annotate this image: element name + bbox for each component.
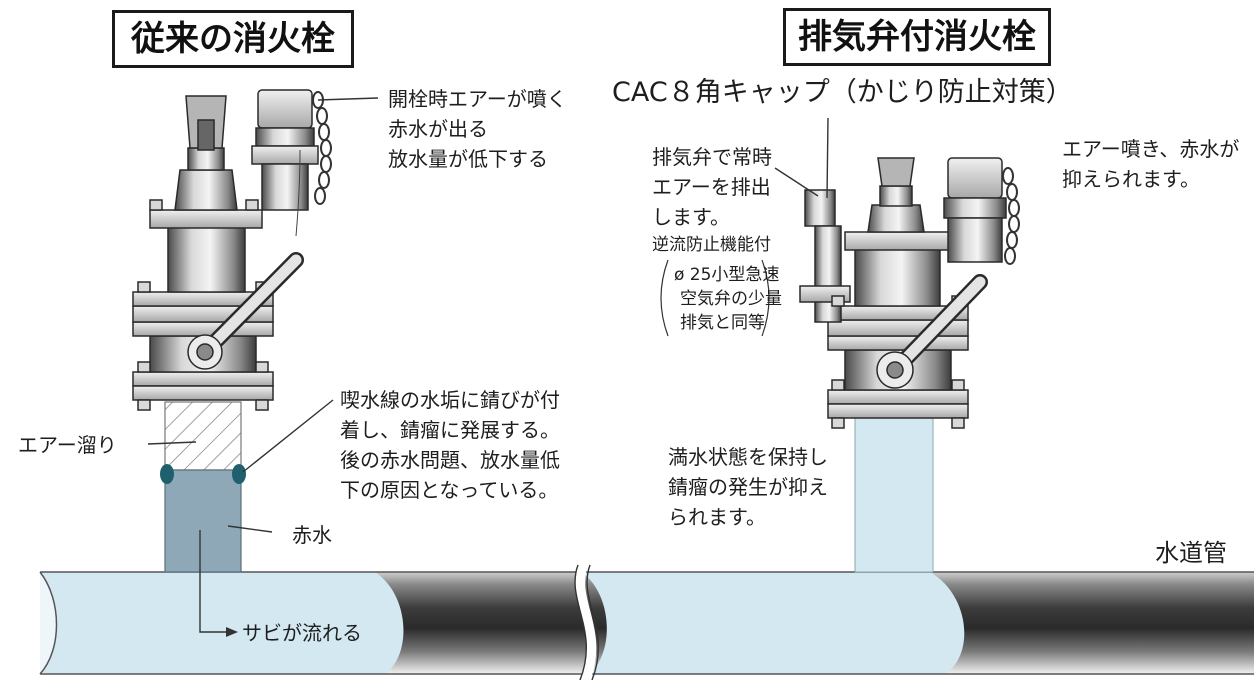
full-water-line-1: 満水状態を保持し bbox=[668, 445, 828, 469]
water-main-label: 水道管 bbox=[1155, 539, 1227, 567]
rust-flow-label: サビが流れる bbox=[242, 621, 362, 645]
exhaust-note-line-2: エアーを排出 bbox=[652, 175, 771, 199]
left-riser bbox=[160, 401, 246, 573]
full-water-line-2: 錆瘤の発生が抑え bbox=[668, 475, 828, 499]
cac-cap-label: CAC８角キャップ（かじり防止対策） bbox=[612, 77, 1073, 108]
backflow-label: 逆流防止機能付 bbox=[652, 235, 771, 255]
leader-lines bbox=[147, 97, 829, 633]
right-title: 排気弁付消火栓 bbox=[783, 8, 1051, 66]
left-title: 従来の消火栓 bbox=[112, 10, 354, 68]
rust-note-line-4: 下の原因となっている。 bbox=[340, 478, 559, 502]
note-red-water: 赤水が出る bbox=[388, 117, 488, 141]
rust-spot-right bbox=[232, 464, 246, 484]
equivalence-line-1: ø 25小型急速 bbox=[674, 265, 780, 285]
note-flow-drop: 放水量が低下する bbox=[388, 147, 548, 171]
right-hydrant bbox=[799, 157, 1020, 429]
suppressed-line-1: エアー噴き、赤水が bbox=[1062, 137, 1240, 161]
equivalence-line-2: 空気弁の少量 bbox=[680, 289, 782, 309]
equivalence-line-3: 排気と同等 bbox=[680, 313, 765, 333]
rust-note-line-2: 着し、錆瘤に発展する。 bbox=[340, 418, 560, 442]
air-pocket-label: エアー溜り bbox=[18, 433, 117, 457]
exhaust-note-line-1: 排気弁で常時 bbox=[652, 145, 772, 169]
full-water-line-3: られます。 bbox=[668, 505, 766, 529]
rust-note-line-1: 喫水線の水垢に錆びが付 bbox=[340, 388, 560, 412]
rust-note-line-3: 後の赤水問題、放水量低 bbox=[340, 448, 560, 472]
full-water-column bbox=[854, 417, 934, 573]
left-hydrant bbox=[132, 89, 332, 411]
exhaust-note-line-3: します。 bbox=[652, 205, 730, 229]
water-main-pipe bbox=[39, 563, 1254, 680]
note-air-spray: 開栓時エアーが噴く bbox=[388, 87, 567, 111]
air-pocket bbox=[164, 401, 242, 471]
red-water-column bbox=[164, 469, 242, 573]
suppressed-line-2: 抑えられます。 bbox=[1062, 167, 1200, 191]
red-water-label: 赤水 bbox=[292, 523, 332, 547]
rust-spot-left bbox=[160, 464, 174, 484]
